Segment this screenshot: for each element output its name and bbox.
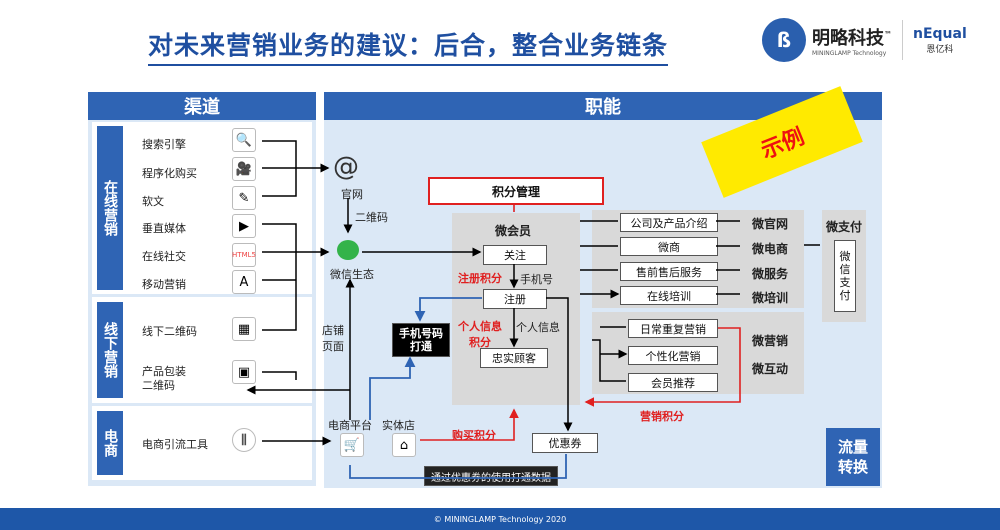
channel-vertical: 垂直媒体 — [142, 222, 186, 235]
store-icon: ⌂ — [392, 433, 416, 457]
label-service: 微服务 — [752, 267, 789, 281]
wepay-label: 微支付 — [826, 220, 863, 234]
physical-store: 实体店 — [382, 419, 415, 432]
personal-points: 个人信息 积分 — [458, 320, 502, 349]
channel-package: 产品包装 — [142, 365, 186, 378]
nequal-subtitle: 恩亿科 — [926, 44, 954, 55]
channel-search: 搜索引擎 — [142, 138, 186, 151]
reg-points: 注册积分 — [458, 272, 502, 285]
traffic-conversion: 流量 转换 — [826, 428, 880, 486]
qr-code-icon: ▦ — [232, 317, 256, 341]
channel-ecom-tool: 电商引流工具 — [142, 438, 208, 451]
mkt-daily: 日常重复营销 — [628, 319, 718, 338]
channel-mobile: 移动营销 — [142, 278, 186, 291]
feather-icon: ✎ — [232, 186, 256, 210]
service-company: 公司及产品介绍 — [620, 213, 718, 232]
chart-icon: ⫼ — [232, 428, 256, 452]
video-icon: ▶ — [232, 214, 256, 238]
points-management: 积分管理 — [428, 177, 604, 205]
wepay-box: 微 信 支 付 — [834, 240, 856, 312]
label-marketing: 微营销 — [752, 334, 789, 348]
mkt-referral: 会员推荐 — [628, 373, 718, 392]
marketing-points: 营销积分 — [640, 410, 684, 423]
brand-logo: ß 明略科技™ MININGLAMP Technology nEqual 恩亿科 — [762, 18, 967, 62]
wechat-eco: 微信生态 — [330, 268, 374, 281]
box-icon: ▣ — [232, 360, 256, 384]
channels-header: 渠道 — [88, 92, 316, 120]
group-ecommerce: 电商 — [97, 411, 123, 475]
at-icon: @ — [333, 152, 359, 182]
personal-info: 个人信息 — [516, 321, 560, 334]
logo-subtitle: MININGLAMP Technology — [812, 49, 887, 57]
appstore-icon: A — [232, 270, 256, 294]
nequal-logo: nEqual — [913, 25, 967, 42]
logo-name: 明略科技 — [812, 27, 884, 49]
service-wshop: 微商 — [620, 237, 718, 256]
label-official: 微官网 — [752, 217, 789, 231]
channel-package-qr: 二维码 — [142, 379, 175, 392]
micro-member: 微会员 — [495, 224, 532, 238]
wechat-icon — [337, 240, 359, 260]
label-interaction: 微互动 — [752, 362, 789, 376]
service-training: 在线培训 — [620, 286, 718, 305]
register-box: 注册 — [483, 289, 547, 309]
channel-programmatic: 程序化购买 — [142, 167, 197, 180]
ecom-platform: 电商平台 — [328, 419, 372, 432]
purchase-points: 购买积分 — [452, 429, 496, 442]
logo-icon: ß — [762, 18, 806, 62]
cart-icon: 🛒 — [340, 433, 364, 457]
camera-icon: 🎥 — [232, 157, 256, 181]
phone-link-box: 手机号码 打通 — [392, 323, 450, 357]
group-offline: 线下营销 — [97, 302, 123, 398]
channel-social: 在线社交 — [142, 250, 186, 263]
mkt-personal: 个性化营销 — [628, 346, 718, 365]
group-online: 在线营销 — [97, 126, 123, 290]
store-page: 店铺 页面 — [322, 324, 344, 353]
coupon-box: 优惠券 — [532, 433, 598, 453]
service-presale: 售前售后服务 — [620, 262, 718, 281]
qr-label: 二维码 — [355, 211, 388, 224]
html5-icon: HTML5 — [232, 243, 256, 267]
page-title: 对未来营销业务的建议：后合，整合业务链条 — [148, 26, 669, 66]
loyal-customer: 忠实顾客 — [480, 348, 548, 368]
channel-offline-qr: 线下二维码 — [142, 325, 197, 338]
footer: © MININGLAMP Technology 2020 — [0, 508, 1000, 530]
follow-box: 关注 — [483, 245, 547, 265]
official-site: 官网 — [341, 188, 363, 201]
channel-softarticle: 软文 — [142, 195, 164, 208]
label-training: 微培训 — [752, 291, 789, 305]
label-ecom: 微电商 — [752, 242, 789, 256]
phone-label: 手机号 — [520, 273, 553, 286]
search-icon: 🔍 — [232, 128, 256, 152]
